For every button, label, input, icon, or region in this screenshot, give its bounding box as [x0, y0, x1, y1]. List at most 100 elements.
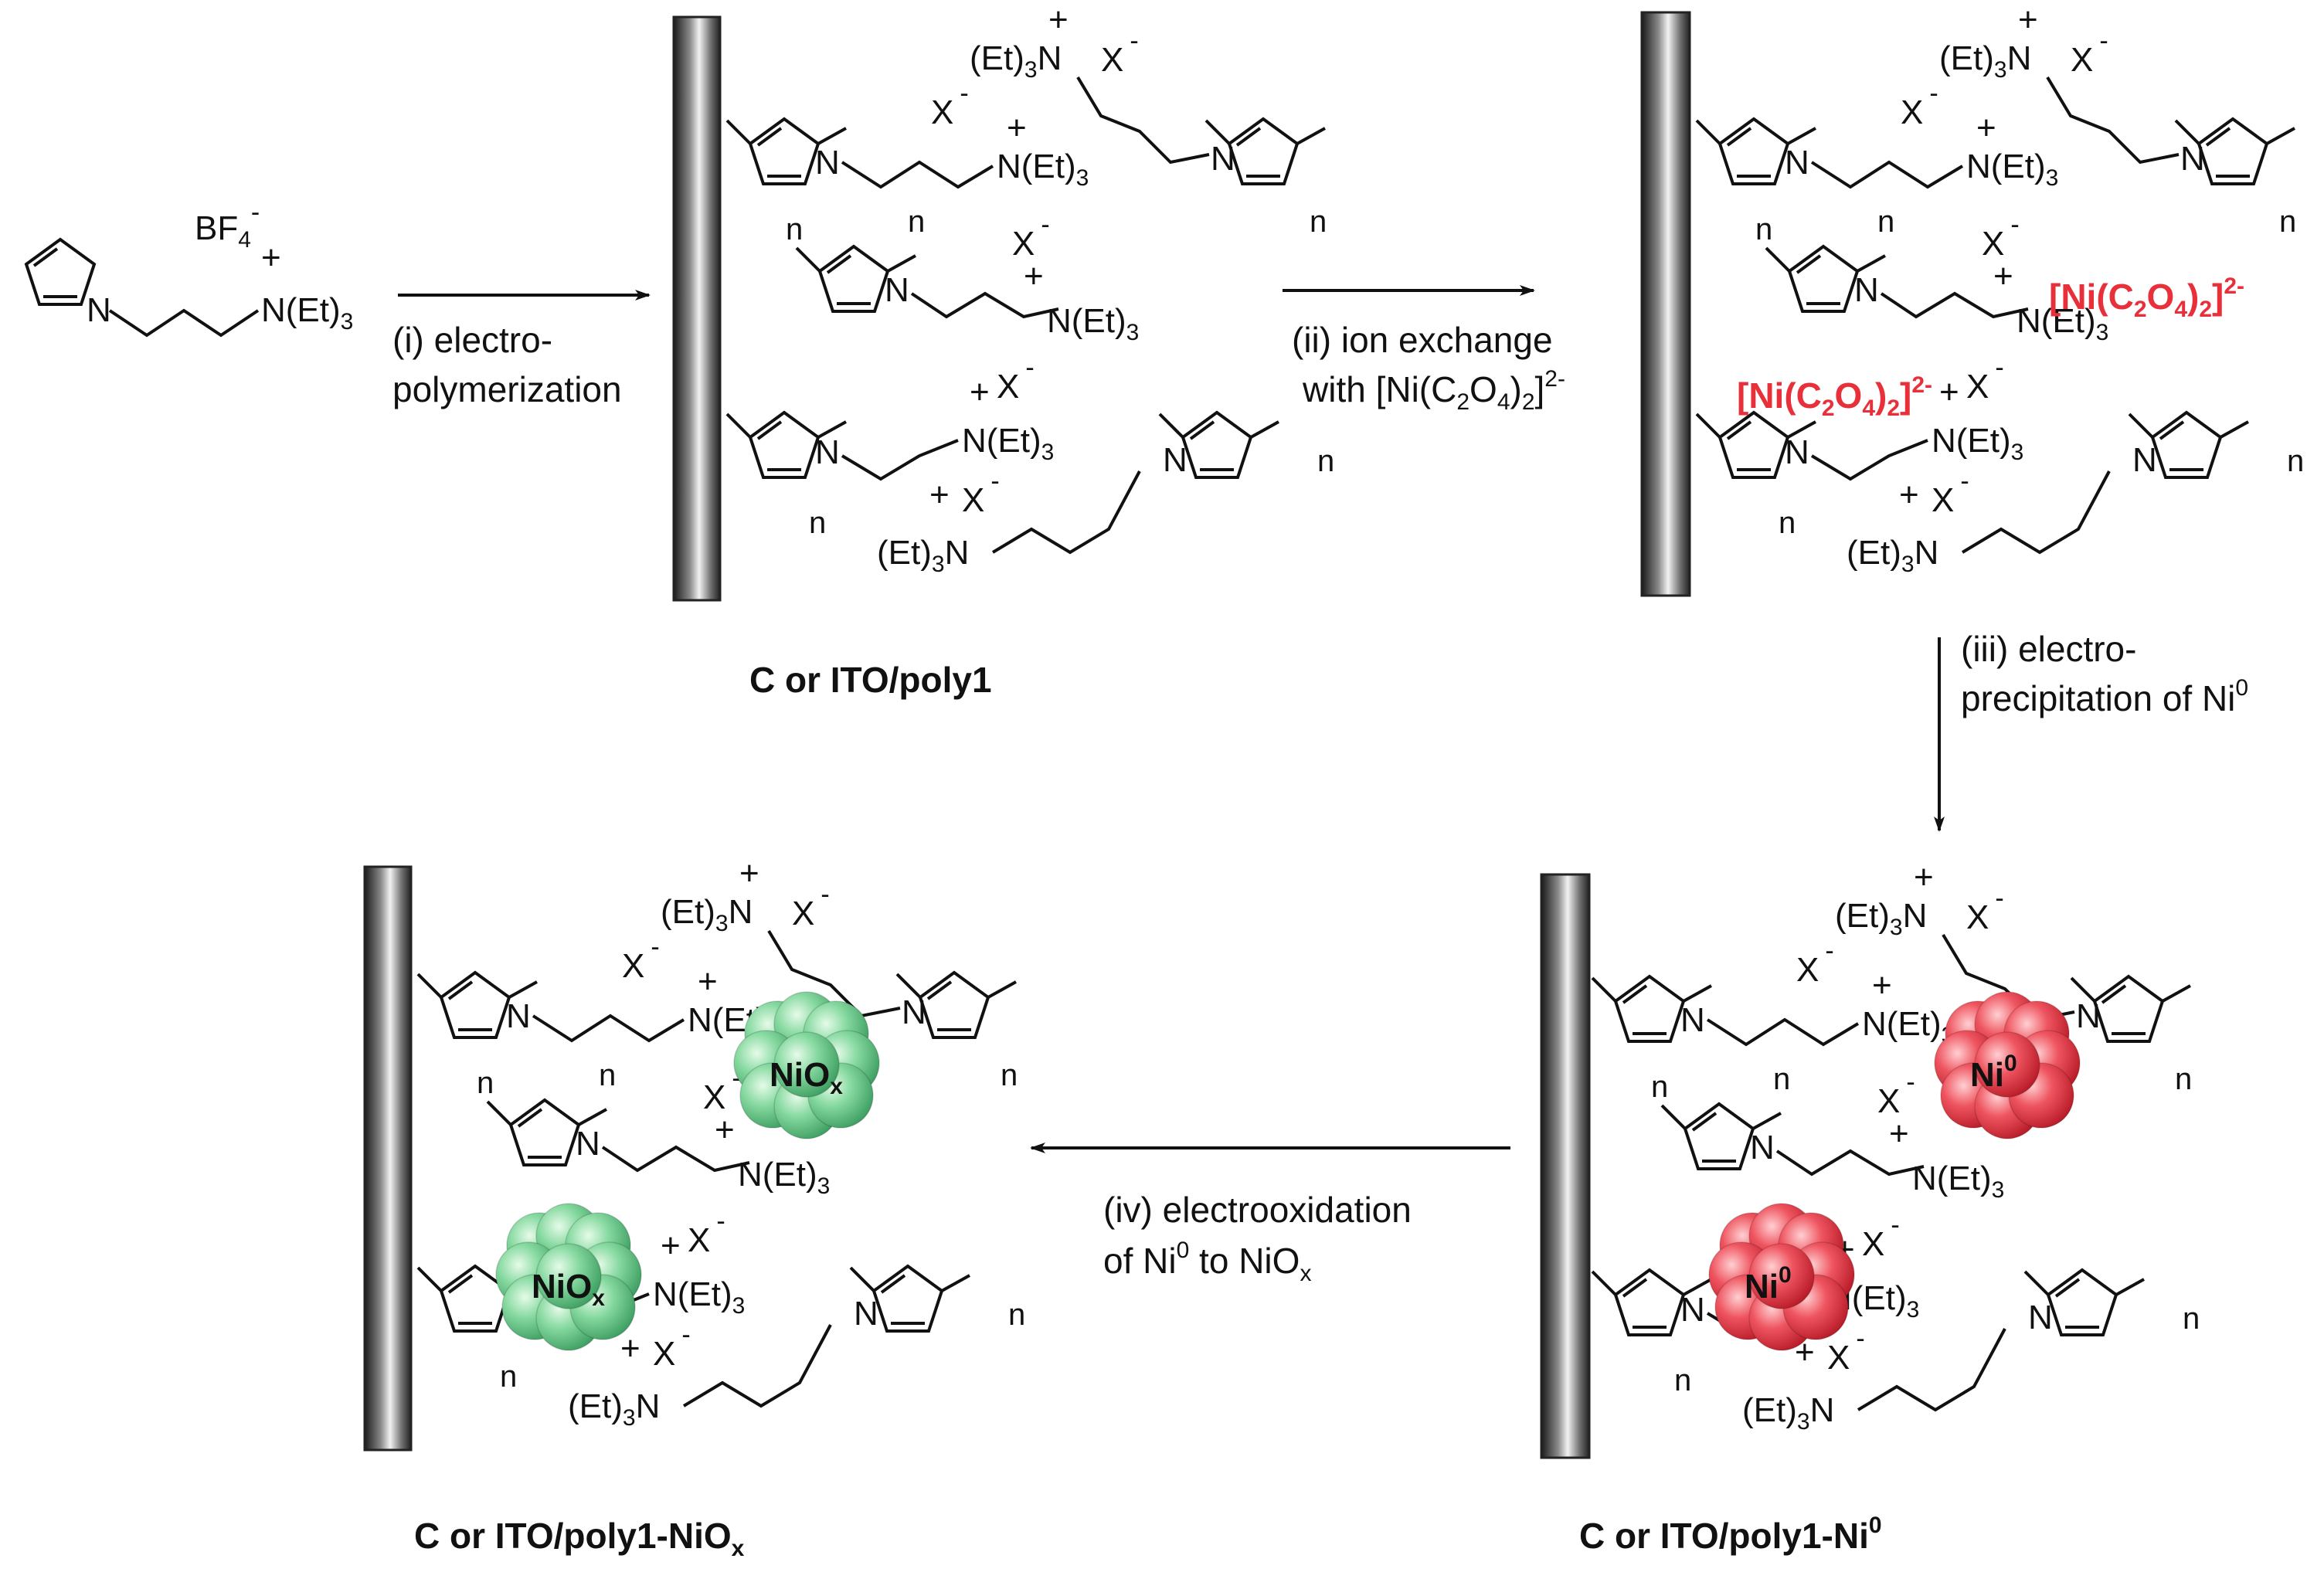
monomer-anion: BF4-	[195, 198, 260, 253]
ammonium-group: N(Et)3	[1966, 148, 2058, 191]
nitrogen-atom: N	[854, 1295, 878, 1333]
ammonium-group: N(Et)3	[653, 1275, 745, 1319]
cluster-label: NiOx	[770, 1056, 843, 1099]
repeat-n: n	[500, 1360, 517, 1394]
ammonium-group: N(Et)3	[1047, 302, 1139, 345]
counter-ion: X-	[2071, 26, 2108, 79]
nitrogen-atom: N	[902, 993, 926, 1031]
plus-charge: +	[1872, 966, 1892, 1004]
counter-ion: X-	[1901, 79, 1938, 131]
repeat-n: n	[1755, 212, 1772, 246]
counter-ion: X-	[688, 1207, 725, 1259]
cluster-label: Ni0	[1745, 1262, 1792, 1306]
ammonium-group: (Et)3N	[568, 1387, 660, 1431]
repeat-n: n	[786, 212, 803, 246]
ammonium-group: (Et)3N	[1847, 534, 1938, 577]
plus-charge: +	[715, 1111, 735, 1149]
nitrogen-atom: N	[1163, 441, 1187, 479]
step-2-label-line1: (ii) ion exchange	[1292, 320, 1553, 360]
caption-poly1: C or ITO/poly1	[749, 660, 992, 700]
propyl-chain	[682, 1324, 832, 1408]
nitrogen-atom: N	[885, 271, 909, 309]
repeat-n: n	[1317, 444, 1334, 478]
propyl-chain	[1857, 1328, 2006, 1412]
ni0-cluster-lower: Ni0	[1708, 1203, 1855, 1351]
ammonium-group: N(Et)3	[1932, 422, 2023, 465]
cluster-label: Ni0	[1970, 1051, 2017, 1094]
counter-ion: X-	[1966, 884, 2004, 936]
repeat-n: n	[1877, 205, 1894, 239]
ammonium-group: N(Et)3	[738, 1156, 830, 1199]
repeat-n: n	[2183, 1302, 2200, 1336]
repeat-n: n	[908, 205, 925, 239]
polymer-panel-poly1: NnN(Et)3+X-(Et)3N+X-NnnNX-+N(Et)3Nn+X-N(…	[725, 1, 1334, 577]
counter-ion: X-	[1796, 936, 1834, 989]
repeat-n: n	[1674, 1363, 1691, 1397]
caption-poly1-niox: C or ITO/poly1-NiOx	[414, 1516, 745, 1561]
propyl-chain	[1961, 470, 2111, 555]
plus-charge: +	[620, 1329, 640, 1367]
propyl-chain	[1775, 1149, 1925, 1177]
ammonium-group: (Et)3N	[1742, 1391, 1834, 1435]
electrode-poly1	[672, 15, 722, 602]
plus-charge: +	[2018, 1, 2038, 39]
propyl-chain	[841, 160, 994, 189]
nitrogen-atom: N	[2028, 1299, 2053, 1336]
cluster-label: NiOx	[532, 1268, 605, 1311]
nickel-oxalate-label-2: [Ni(C2O4)2]2-	[1737, 372, 1932, 421]
plus-charge: +	[1889, 1115, 1909, 1153]
propyl-chain	[1810, 439, 1928, 481]
plus-charge: +	[1939, 373, 1959, 411]
counter-ion: X-	[622, 932, 660, 985]
nitrogen-atom: N	[576, 1125, 600, 1163]
step-1-label-line2: polymerization	[392, 369, 622, 409]
counter-ion: X-	[931, 79, 969, 131]
nitrogen-atom: N	[2180, 140, 2205, 178]
monomer-n-atom: N	[87, 291, 111, 329]
propyl-chain	[1076, 76, 1210, 165]
plus-charge: +	[1007, 109, 1027, 147]
propyl-chain	[767, 929, 901, 1018]
repeat-n: n	[2279, 205, 2296, 239]
cluster-particle	[1748, 1243, 1815, 1309]
nitrogen-atom: N	[1854, 271, 1879, 309]
step-3-label-line2: precipitation of Ni0	[1961, 675, 2248, 718]
propyl-chain	[991, 470, 1141, 555]
ammonium-group: N(Et)3	[2017, 302, 2108, 345]
ammonium-group: (Et)3N	[1835, 897, 1927, 940]
polymer-panel-ion-exchanged: NnN(Et)3+X-(Et)3N+X-NnnNX-+N(Et)3Nn+X-N(…	[1695, 1, 2304, 577]
plus-charge: +	[698, 963, 718, 1000]
step-4-label-line2: of Ni0 to NiOx	[1103, 1238, 1311, 1286]
electrode-poly1-ni0	[1540, 873, 1591, 1459]
repeat-n: n	[809, 506, 826, 540]
ammonium-group: (Et)3N	[1939, 39, 2031, 83]
electrode-ion-exchanged	[1640, 11, 1691, 597]
propyl-chain	[532, 1014, 685, 1043]
polymer-panel-ni0: NnN(Et)3+X-(Et)3N+X-NnnNX-+N(Et)3Nn+X-N(…	[1591, 858, 2200, 1435]
nitrogen-atom: N	[1785, 433, 1809, 471]
repeat-n: n	[2175, 1062, 2192, 1096]
nitrogen-atom: N	[1680, 1001, 1705, 1039]
step-4-label-line1: (iv) electrooxidation	[1103, 1190, 1412, 1230]
step-1-label-line1: (i) electro-	[392, 320, 552, 360]
ammonium-group: (Et)3N	[877, 534, 969, 577]
plus-charge: +	[661, 1227, 681, 1265]
counter-ion: X-	[997, 353, 1035, 406]
nitrogen-atom: N	[1680, 1291, 1705, 1329]
plus-charge: +	[929, 476, 950, 514]
repeat-n: n	[1001, 1058, 1018, 1092]
plus-charge: +	[1024, 257, 1044, 295]
propyl-chain	[1810, 160, 1964, 189]
ammonium-group: N(Et)3	[962, 422, 1054, 465]
plus-charge: +	[1899, 476, 1919, 514]
propyl-chain	[601, 1145, 750, 1173]
counter-ion: X-	[1932, 467, 1969, 519]
cluster-particle	[535, 1243, 602, 1309]
propyl-chain	[2046, 76, 2180, 165]
propyl-chain	[1706, 1017, 1860, 1047]
propyl-chain	[910, 291, 1059, 319]
repeat-n: n	[1310, 205, 1327, 239]
monomer-ammonium: N(Et)3	[261, 291, 353, 334]
ammonium-group: (Et)3N	[970, 39, 1062, 83]
cluster-particle	[1974, 1031, 2040, 1098]
